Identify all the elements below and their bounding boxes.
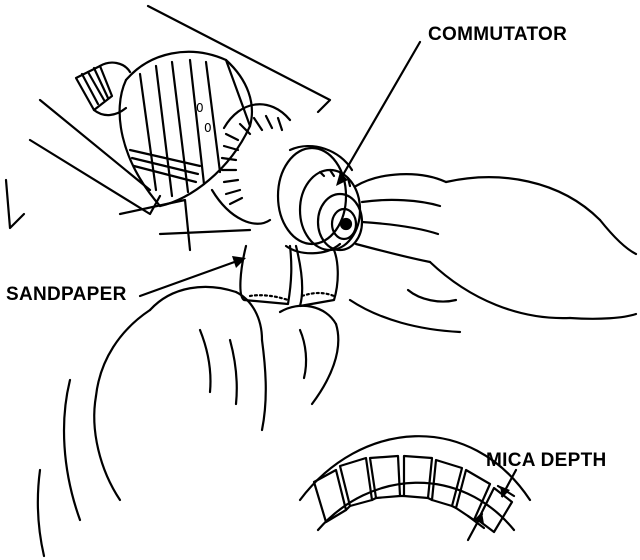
- right-forearm: [568, 218, 638, 320]
- right-hand: [348, 173, 602, 334]
- mica-arrow-head-bottom: [474, 512, 484, 524]
- armature-shaft: [74, 61, 132, 117]
- sandpaper-label: SANDPAPER: [6, 284, 127, 305]
- commutator-arrow-head: [336, 172, 348, 186]
- mica-depth-label: MICA DEPTH: [486, 450, 607, 471]
- left-hand: [36, 285, 340, 558]
- sandpaper-strip: [239, 244, 339, 308]
- armature-core: 0 0: [118, 50, 254, 208]
- commutator-leader-line: [338, 40, 422, 182]
- support-plate: [4, 4, 332, 252]
- svg-text:0: 0: [196, 101, 204, 115]
- winding-end-turns: [210, 103, 292, 225]
- svg-text:0: 0: [204, 121, 212, 135]
- sandpaper-arrow-head: [232, 256, 246, 268]
- commutator-label: COMMUTATOR: [428, 24, 568, 45]
- sandpaper-leader-line: [138, 258, 242, 298]
- mica-arrow-head-top: [500, 486, 510, 498]
- mica-depth-detail: [298, 435, 532, 534]
